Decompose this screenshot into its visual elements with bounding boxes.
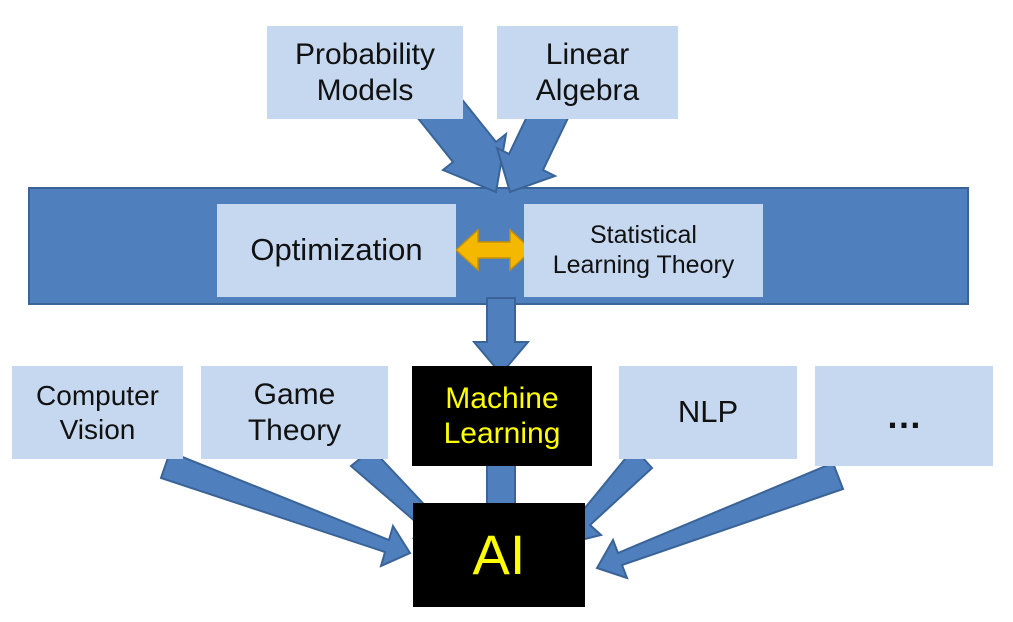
node-computer-vision-label: Computer Vision (36, 380, 159, 445)
node-statistical-learning-theory: Statistical Learning Theory (524, 204, 763, 297)
node-nlp-label: NLP (677, 394, 739, 430)
node-optimization-label: Optimization (250, 232, 423, 268)
node-optimization: Optimization (217, 204, 456, 297)
node-probability-models: Probability Models (267, 26, 463, 119)
double-arrow-optimization-slt (454, 228, 534, 272)
node-linear-algebra-label: Linear Algebra (535, 38, 640, 107)
arrow-cv-to-ai (159, 450, 412, 568)
node-game-theory-label: Game Theory (247, 378, 342, 447)
node-linear-algebra: Linear Algebra (497, 26, 678, 119)
node-game-theory: Game Theory (201, 366, 388, 459)
node-more-label: … (886, 394, 922, 436)
node-more: … (815, 366, 993, 466)
arrow-band-to-ml (471, 297, 531, 376)
node-statistical-learning-theory-label: Statistical Learning Theory (552, 221, 735, 279)
node-computer-vision: Computer Vision (12, 366, 183, 459)
node-probability-models-label: Probability Models (294, 38, 436, 107)
node-machine-learning: Machine Learning (412, 366, 592, 466)
node-ai: AI (413, 503, 585, 607)
arrow-linear-algebra-to-band (495, 100, 570, 194)
node-nlp: NLP (619, 366, 797, 459)
node-ai-label: AI (472, 522, 526, 586)
node-machine-learning-label: Machine Learning (443, 381, 561, 450)
arrow-more-to-ai (595, 461, 845, 580)
